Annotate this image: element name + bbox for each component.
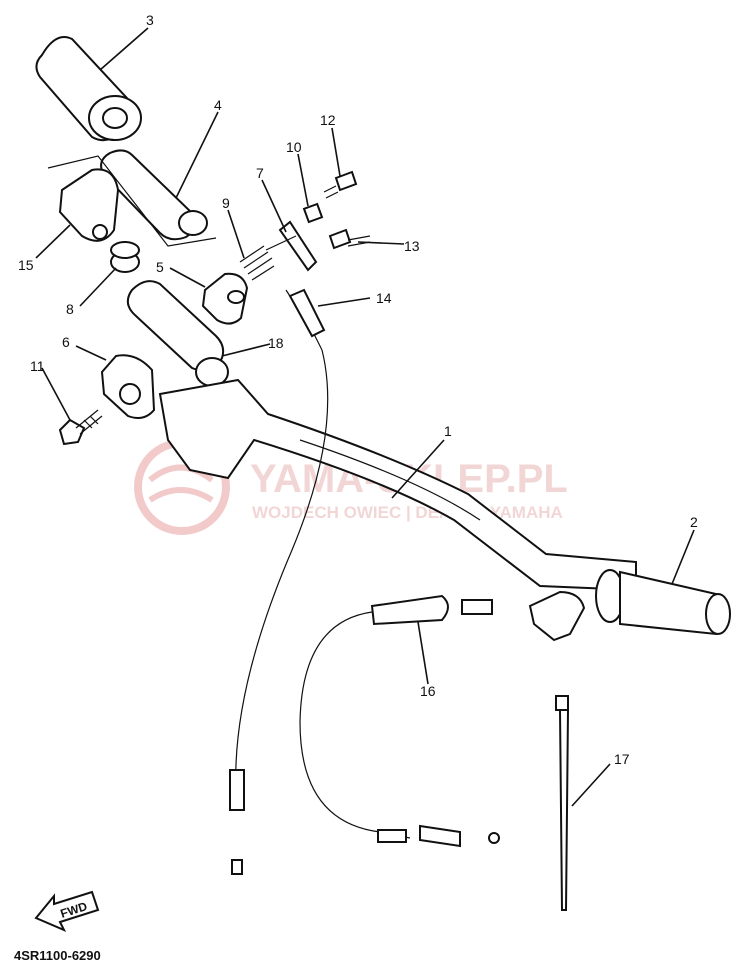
part-3-left-grip bbox=[35, 36, 142, 142]
part-4-throttle-tube bbox=[100, 149, 208, 241]
fwd-arrow: FWD bbox=[34, 890, 100, 932]
part-7-plate bbox=[265, 220, 318, 272]
callout-15: 15 bbox=[18, 257, 34, 273]
callout-13: 13 bbox=[404, 238, 420, 254]
callout-18: 18 bbox=[268, 335, 284, 351]
callout-5: 5 bbox=[156, 259, 164, 275]
part-5-upper-clamp bbox=[201, 272, 249, 325]
callout-3: 3 bbox=[146, 12, 154, 28]
part-17-cable-tie bbox=[555, 695, 570, 911]
callout-8: 8 bbox=[66, 301, 74, 317]
catalog-code: 4SR1100-6290 bbox=[14, 948, 101, 963]
callout-2: 2 bbox=[690, 514, 698, 530]
callout-14: 14 bbox=[376, 290, 392, 306]
callout-17: 17 bbox=[614, 751, 630, 767]
part-11-bolt bbox=[58, 409, 103, 446]
part-2-right-grip bbox=[595, 569, 731, 636]
part-8-collar-ring bbox=[110, 241, 140, 273]
callout-11: 11 bbox=[30, 358, 45, 374]
leader-lines bbox=[35, 27, 695, 807]
part-18-collar bbox=[126, 280, 229, 387]
part-10-nut bbox=[302, 202, 324, 224]
callout-1: 1 bbox=[444, 423, 452, 439]
part-16-clutch-cable bbox=[299, 594, 500, 848]
watermark-subtitle: WOJDECH OWIEC | DEALER YAMAHA bbox=[252, 503, 563, 522]
part-6-lower-clamp bbox=[100, 354, 156, 419]
callout-9: 9 bbox=[222, 195, 230, 211]
callout-12: 12 bbox=[320, 112, 336, 128]
part-15-throttle-housing bbox=[47, 155, 217, 247]
part-13-screw bbox=[328, 228, 371, 250]
part-14-throttle-cable bbox=[229, 288, 329, 875]
part-1-handlebar bbox=[158, 378, 637, 592]
callout-6: 6 bbox=[62, 334, 70, 350]
callout-labels: 1 2 3 4 5 6 7 8 9 10 11 12 13 14 15 16 1… bbox=[18, 12, 698, 767]
callout-10: 10 bbox=[286, 139, 302, 155]
part-12-screw bbox=[323, 170, 358, 199]
part-9-spring bbox=[239, 245, 275, 281]
right-lever-perch bbox=[528, 590, 586, 642]
callout-4: 4 bbox=[214, 97, 222, 113]
callout-7: 7 bbox=[256, 165, 264, 181]
callout-16: 16 bbox=[420, 683, 436, 699]
